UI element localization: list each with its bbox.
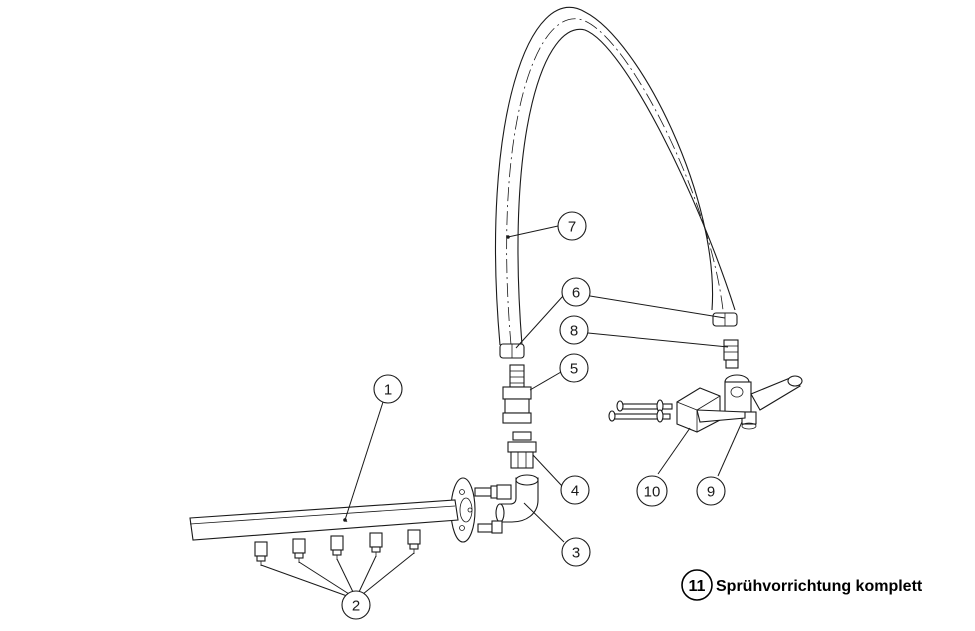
svg-text:1: 1 xyxy=(384,382,392,399)
callout-10: 10 xyxy=(636,475,668,507)
mounting-flange xyxy=(450,477,512,543)
valve-bracket xyxy=(608,387,746,433)
hose-clamp-left xyxy=(499,343,525,359)
callout-4: 4 xyxy=(560,475,590,505)
svg-text:10: 10 xyxy=(644,484,661,501)
hose-nipple-right xyxy=(723,339,739,369)
svg-text:3: 3 xyxy=(572,545,580,562)
callout-2: 2 xyxy=(341,590,371,620)
svg-text:7: 7 xyxy=(568,219,576,236)
callout-1: 1 xyxy=(373,374,403,404)
callout-3: 3 xyxy=(561,537,591,567)
caption: 11 Sprühvorrichtung komplett xyxy=(681,569,923,601)
caption-text: Sprühvorrichtung komplett xyxy=(716,578,923,595)
svg-text:5: 5 xyxy=(570,361,578,378)
hose xyxy=(494,6,736,346)
hose-coupling xyxy=(502,364,532,424)
spray-bar xyxy=(189,499,459,541)
ball-valve xyxy=(724,374,803,430)
callout-7: 7 xyxy=(557,211,587,241)
callout-8: 8 xyxy=(559,315,589,345)
svg-text:8: 8 xyxy=(570,323,578,340)
callout-6: 6 xyxy=(561,277,591,307)
caption-number: 11 xyxy=(689,578,706,595)
svg-text:6: 6 xyxy=(572,285,580,302)
caption-number-circle xyxy=(681,569,713,601)
hose-clamp-right xyxy=(712,312,738,327)
callout-5: 5 xyxy=(559,353,589,383)
svg-text:9: 9 xyxy=(707,484,715,501)
svg-text:4: 4 xyxy=(571,483,579,500)
callout-9: 9 xyxy=(696,476,726,506)
union-fitting xyxy=(507,431,537,469)
svg-text:2: 2 xyxy=(352,598,360,615)
leader-lines xyxy=(260,225,743,597)
